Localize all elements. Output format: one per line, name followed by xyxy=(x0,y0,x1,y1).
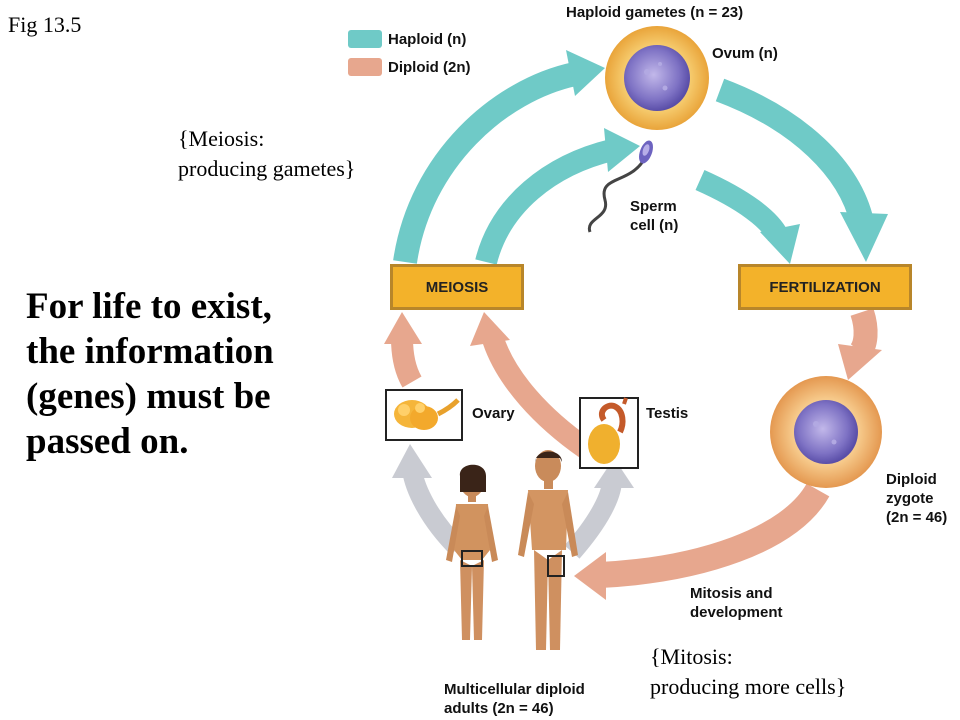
ovum-cell xyxy=(605,26,709,130)
legend-haploid: Haploid (n) xyxy=(348,28,471,50)
diploid-arc-ovary-meiosis xyxy=(391,337,422,388)
mitosis-note: {Mitosis: producing more cells} xyxy=(650,642,846,702)
diploid-arc-zygote-adults xyxy=(599,483,830,588)
inner-haploid-arrowhead-right xyxy=(760,224,800,264)
slide-text-line1: For life to exist, xyxy=(26,286,272,327)
sperm-label-line2: cell (n) xyxy=(630,217,679,234)
legend-haploid-swatch xyxy=(348,30,382,48)
figure-number: Fig 13.5 xyxy=(8,12,82,37)
ovary-label: Ovary xyxy=(472,405,515,422)
testis-label: Testis xyxy=(646,405,689,422)
zygote-label: Diploid zygote (2n = 46) xyxy=(886,470,947,527)
diploid-arc-fert-zygote xyxy=(850,308,878,360)
haploid-gametes-label: Haploid gametes (n = 23) xyxy=(566,4,744,21)
male-figure xyxy=(518,450,578,650)
mitosis-development-label: Mitosis and development xyxy=(690,584,783,622)
grey-arrowhead-ovary xyxy=(392,444,432,478)
testis-image xyxy=(579,397,639,469)
sperm-label: Sperm cell (n) xyxy=(630,197,678,235)
outer-haploid-arrowhead-left xyxy=(566,50,605,96)
grey-arrow-to-testis xyxy=(564,479,622,559)
sperm-label-line1: Sperm xyxy=(630,198,677,215)
inner-haploid-arrowhead-left xyxy=(604,128,640,172)
inner-haploid-arc-left xyxy=(475,139,615,265)
zygote-label-line3: (2n = 46) xyxy=(886,509,948,526)
sperm-cell xyxy=(587,140,653,233)
grey-arrowhead-testis xyxy=(594,458,634,488)
legend-diploid: Diploid (2n) xyxy=(348,56,471,78)
legend-diploid-swatch xyxy=(348,58,382,76)
legend-diploid-label: Diploid (2n) xyxy=(388,58,471,76)
adults-label-line2: adults (2n = 46) xyxy=(444,700,554,717)
slide-text-line4: passed on. xyxy=(26,421,189,462)
slide-text-line3: (genes) must be xyxy=(26,376,271,417)
outer-haploid-arc-left xyxy=(393,62,578,264)
meiosis-note-line2: producing gametes} xyxy=(178,156,356,181)
diploid-arrowhead-adults xyxy=(574,552,606,600)
meiosis-note: {Meiosis: producing gametes} xyxy=(178,124,355,184)
meiosis-note-line1: {Meiosis: xyxy=(178,126,265,151)
outer-haploid-arc-right xyxy=(715,78,874,226)
zygote-cell xyxy=(770,376,882,488)
female-figure xyxy=(446,464,498,640)
adults-label: Multicellular diploid adults (2n = 46) xyxy=(444,680,585,718)
diploid-arrowhead-zygote xyxy=(838,344,882,380)
diploid-arrowhead-inner-meiosis xyxy=(470,312,510,346)
mitosis-dev-line2: development xyxy=(690,604,783,621)
mitosis-note-line1: {Mitosis: xyxy=(650,644,733,669)
zygote-label-line2: zygote xyxy=(886,490,934,507)
meiosis-box: MEIOSIS xyxy=(390,264,524,310)
diploid-arrowhead-outer-meiosis xyxy=(384,312,422,344)
fertilization-box: FERTILIZATION xyxy=(738,264,912,310)
mitosis-dev-line1: Mitosis and xyxy=(690,585,773,602)
outer-haploid-arrowhead-right xyxy=(840,212,888,262)
ovum-label: Ovum (n) xyxy=(712,45,778,62)
zygote-label-line1: Diploid xyxy=(886,471,937,488)
ovary-image xyxy=(385,389,463,441)
diploid-arc-testis-meiosis xyxy=(481,332,592,458)
adults-label-line1: Multicellular diploid xyxy=(444,681,585,698)
slide-text-line2: the information xyxy=(26,331,274,372)
legend-haploid-label: Haploid (n) xyxy=(388,30,467,48)
mitosis-note-line2: producing more cells} xyxy=(650,674,847,699)
inner-haploid-arc-right xyxy=(695,169,788,242)
legend: Haploid (n) Diploid (2n) xyxy=(348,28,471,78)
slide-main-text: For life to exist, the information (gene… xyxy=(26,284,366,464)
